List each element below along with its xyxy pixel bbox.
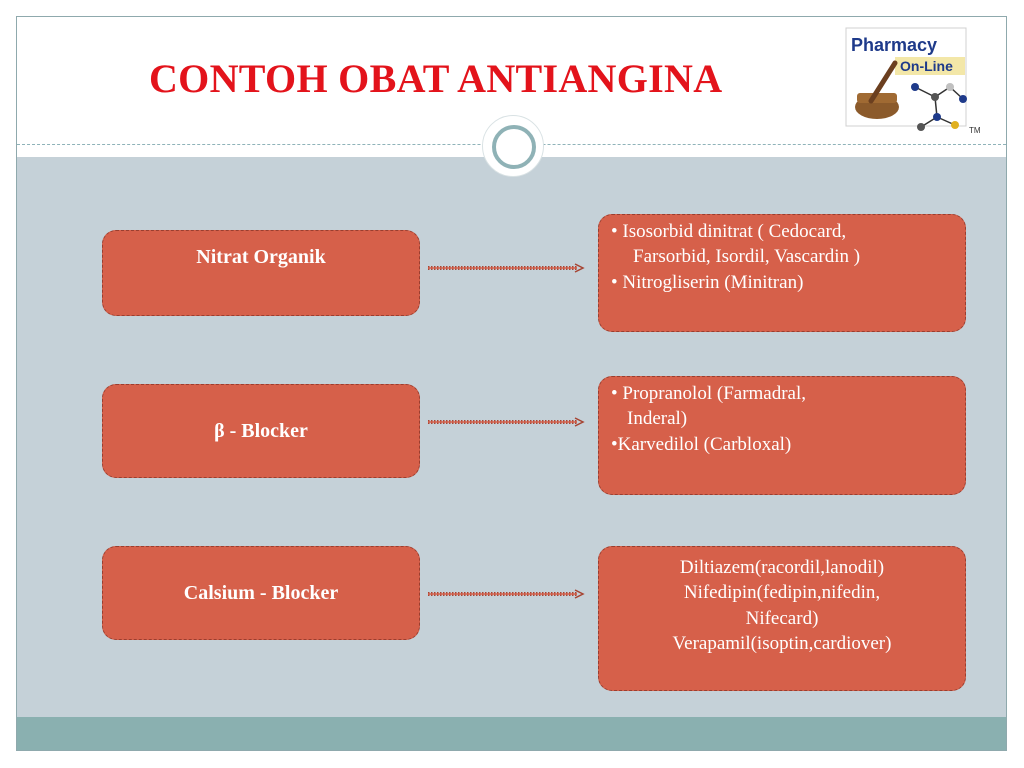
bullet: • xyxy=(611,433,618,455)
pharmacy-online-logo: Pharmacy On-Line xyxy=(845,27,983,139)
drug-list-box: • Propranolol (Farmadral, Inderal) •Karv… xyxy=(598,376,966,495)
arrow-right-icon xyxy=(428,263,585,273)
bullet: • xyxy=(611,271,618,293)
svg-text:Pharmacy: Pharmacy xyxy=(851,35,937,55)
category-box-calsium-blocker: Calsium - Blocker xyxy=(102,546,420,640)
footer-band xyxy=(17,717,1006,750)
slide-title: CONTOH OBAT ANTIANGINA xyxy=(149,56,723,101)
category-label: Calsium - Blocker xyxy=(183,581,339,604)
drug-line: Farsorbid, Isordil, Vascardin ) xyxy=(633,246,861,268)
category-label: β - Blocker xyxy=(214,419,308,442)
drug-line: • Propranolol (Farmadral, xyxy=(611,383,807,404)
drug-line: Nifedipin(fedipin,nifedin, xyxy=(683,582,881,604)
drug-list-box: Diltiazem(racordil,lanodil) Nifedipin(fe… xyxy=(598,546,966,691)
bullet: • xyxy=(611,221,618,242)
ring-ornament-icon xyxy=(482,115,544,177)
drug-line: Nifecard) xyxy=(745,607,819,629)
arrow-right-icon xyxy=(428,417,585,427)
drug-line: Diltiazem(racordil,lanodil) xyxy=(679,557,885,578)
drug-line: •Karvedilol (Carbloxal) xyxy=(611,433,792,455)
drug-line: Inderal) xyxy=(627,408,688,430)
slide: CONTOH OBAT ANTIANGINA Nitrat Organik • … xyxy=(16,16,1007,751)
category-box-beta-blocker: β - Blocker xyxy=(102,384,420,478)
svg-text:On-Line: On-Line xyxy=(900,58,953,74)
category-box-nitrat-organik: Nitrat Organik xyxy=(102,230,420,316)
drug-line: • Nitrogliserin (Minitran) xyxy=(611,271,804,293)
drug-line: • Isosorbid dinitrat ( Cedocard, xyxy=(611,221,847,242)
drug-line: Verapamil(isoptin,cardiover) xyxy=(672,632,892,654)
svg-text:TM: TM xyxy=(969,126,981,135)
drug-list-box: • Isosorbid dinitrat ( Cedocard, Farsorb… xyxy=(598,214,966,332)
arrow-right-icon xyxy=(428,589,585,599)
bullet: • xyxy=(611,383,618,404)
ring-inner xyxy=(492,125,536,169)
category-label: Nitrat Organik xyxy=(196,246,326,268)
